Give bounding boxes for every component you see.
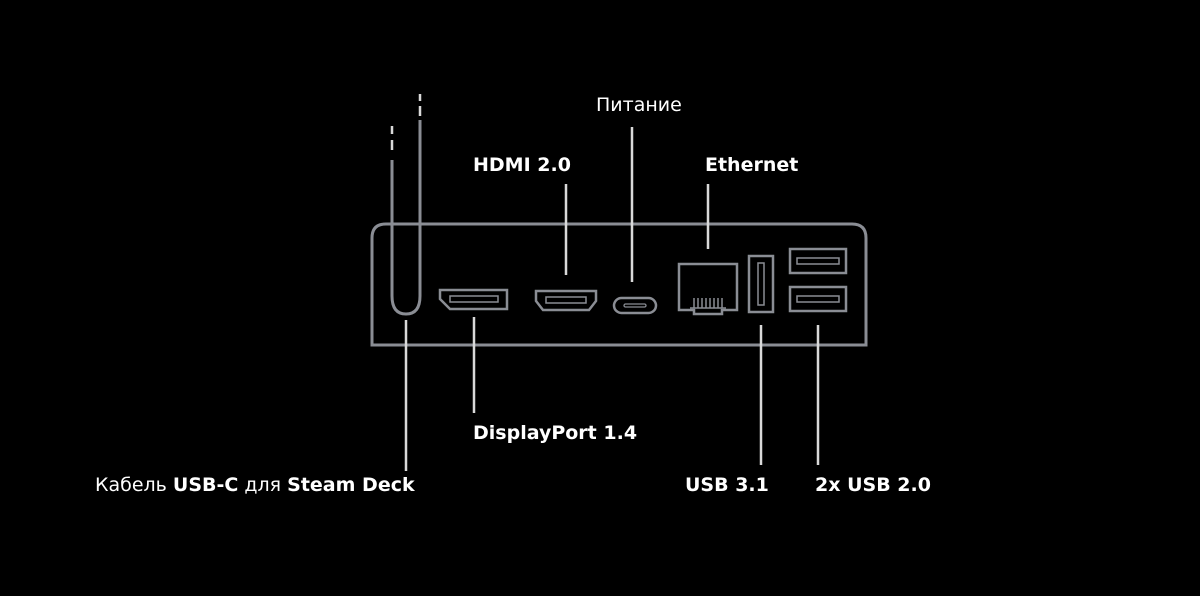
usb31-port	[747, 254, 775, 314]
displayport-inner	[449, 295, 499, 303]
label-usb-c-cable: Кабель USB-C для Steam Deck	[95, 476, 415, 495]
label-cable-part1: Кабель	[95, 474, 173, 496]
usb20-port-bottom-inner	[796, 295, 840, 303]
ethernet-port	[677, 262, 739, 316]
label-usb20: 2x USB 2.0	[815, 474, 931, 496]
usb20-port-top	[788, 247, 848, 275]
label-usb31: USB 3.1	[685, 474, 769, 496]
label-hdmi: HDMI 2.0	[473, 154, 571, 176]
label-ethernet: Ethernet	[705, 154, 799, 176]
label-power: Питание	[596, 94, 682, 116]
label-displayport: DisplayPort 1.4	[473, 422, 638, 444]
displayport-port	[438, 288, 509, 311]
label-cable-part2: USB-C	[172, 474, 239, 496]
hdmi-port	[534, 289, 598, 312]
usb20-port-bottom	[788, 285, 848, 313]
usb31-inner	[757, 262, 765, 306]
dock-body	[370, 222, 868, 347]
power-usbc-inner	[623, 303, 647, 308]
usb20-port-top-inner	[796, 257, 840, 265]
hdmi-inner	[545, 296, 587, 304]
label-cable-part4: Steam Deck	[287, 474, 415, 496]
power-usbc-port	[612, 296, 658, 315]
label-cable-part3: для	[238, 474, 288, 496]
usb-c-cable	[390, 120, 422, 316]
ethernet-pins	[690, 298, 726, 309]
